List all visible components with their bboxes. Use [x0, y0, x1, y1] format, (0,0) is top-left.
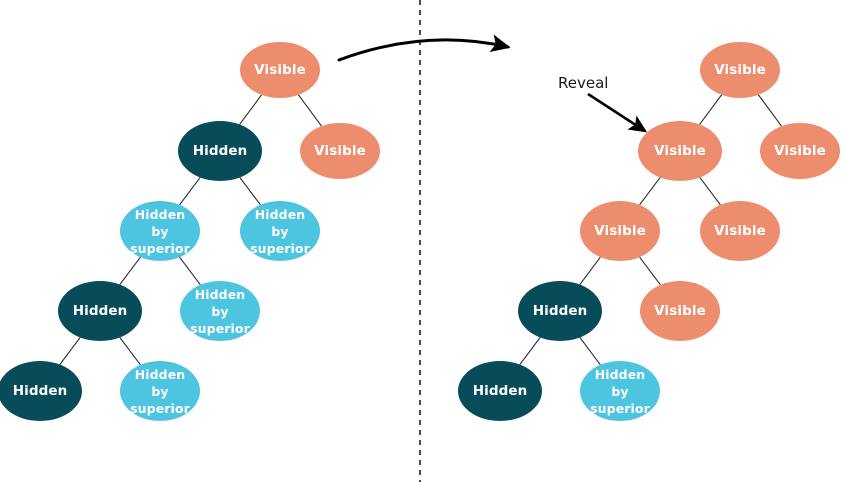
- tree-node-hidden-by-superior[interactable]: Hidden by superior: [240, 201, 320, 261]
- tree-node-label: Hidden: [12, 382, 68, 399]
- tree-node-hidden[interactable]: Hidden: [0, 361, 82, 421]
- tree-edge: [699, 177, 721, 206]
- tree-node-visible[interactable]: Visible: [700, 42, 780, 98]
- tree-edge: [119, 337, 141, 366]
- tree-edge: [639, 177, 661, 206]
- tree-edge: [239, 94, 263, 125]
- tree-node-label: Visible: [254, 61, 306, 78]
- tree-node-visible[interactable]: Visible: [240, 42, 320, 98]
- tree-edge: [757, 94, 783, 127]
- tree-edge: [519, 337, 541, 365]
- tree-node-label: Visible: [654, 142, 706, 159]
- tree-node-label: Hidden by superior: [190, 286, 250, 336]
- tree-node-visible[interactable]: Visible: [760, 123, 840, 179]
- reveal-annotation-label: Reveal: [558, 74, 609, 92]
- tree-node-visible[interactable]: Visible: [640, 281, 720, 341]
- tree-edge: [59, 337, 81, 365]
- tree-edge: [579, 337, 601, 366]
- tree-edge: [179, 177, 201, 206]
- tree-edge: [297, 94, 323, 127]
- tree-node-label: Hidden: [472, 382, 528, 399]
- tree-node-label: Hidden by superior: [590, 366, 650, 416]
- tree-node-visible[interactable]: Visible: [638, 121, 722, 181]
- tree-node-hidden[interactable]: Hidden: [518, 281, 602, 341]
- tree-node-hidden-by-superior[interactable]: Hidden by superior: [120, 361, 200, 421]
- tree-node-visible[interactable]: Visible: [700, 201, 780, 261]
- tree-node-label: Hidden by superior: [130, 206, 190, 256]
- tree-node-label: Hidden by superior: [250, 206, 310, 256]
- tree-node-hidden-by-superior[interactable]: Hidden by superior: [120, 201, 200, 261]
- tree-node-visible[interactable]: Visible: [300, 123, 380, 179]
- tree-node-label: Hidden by superior: [130, 366, 190, 416]
- tree-node-label: Hidden: [192, 142, 248, 159]
- tree-edge: [239, 177, 261, 206]
- tree-node-label: Visible: [714, 61, 766, 78]
- tree-node-label: Hidden: [532, 302, 588, 319]
- tree-node-label: Hidden: [72, 302, 128, 319]
- tree-node-label: Visible: [654, 302, 706, 319]
- tree-node-label: Visible: [774, 142, 826, 159]
- tree-edge: [179, 256, 201, 286]
- tree-edge: [119, 256, 141, 285]
- tree-node-label: Visible: [714, 222, 766, 239]
- tree-node-hidden[interactable]: Hidden: [178, 121, 262, 181]
- tree-edge: [579, 256, 601, 285]
- tree-node-label: Visible: [314, 142, 366, 159]
- tree-node-hidden[interactable]: Hidden: [58, 281, 142, 341]
- tree-node-hidden-by-superior[interactable]: Hidden by superior: [180, 281, 260, 341]
- tree-edge: [699, 94, 723, 125]
- tree-edge: [639, 256, 661, 286]
- tree-node-label: Visible: [594, 222, 646, 239]
- tree-node-visible[interactable]: Visible: [580, 201, 660, 261]
- tree-node-hidden-by-superior[interactable]: Hidden by superior: [580, 361, 660, 421]
- tree-node-hidden[interactable]: Hidden: [458, 361, 542, 421]
